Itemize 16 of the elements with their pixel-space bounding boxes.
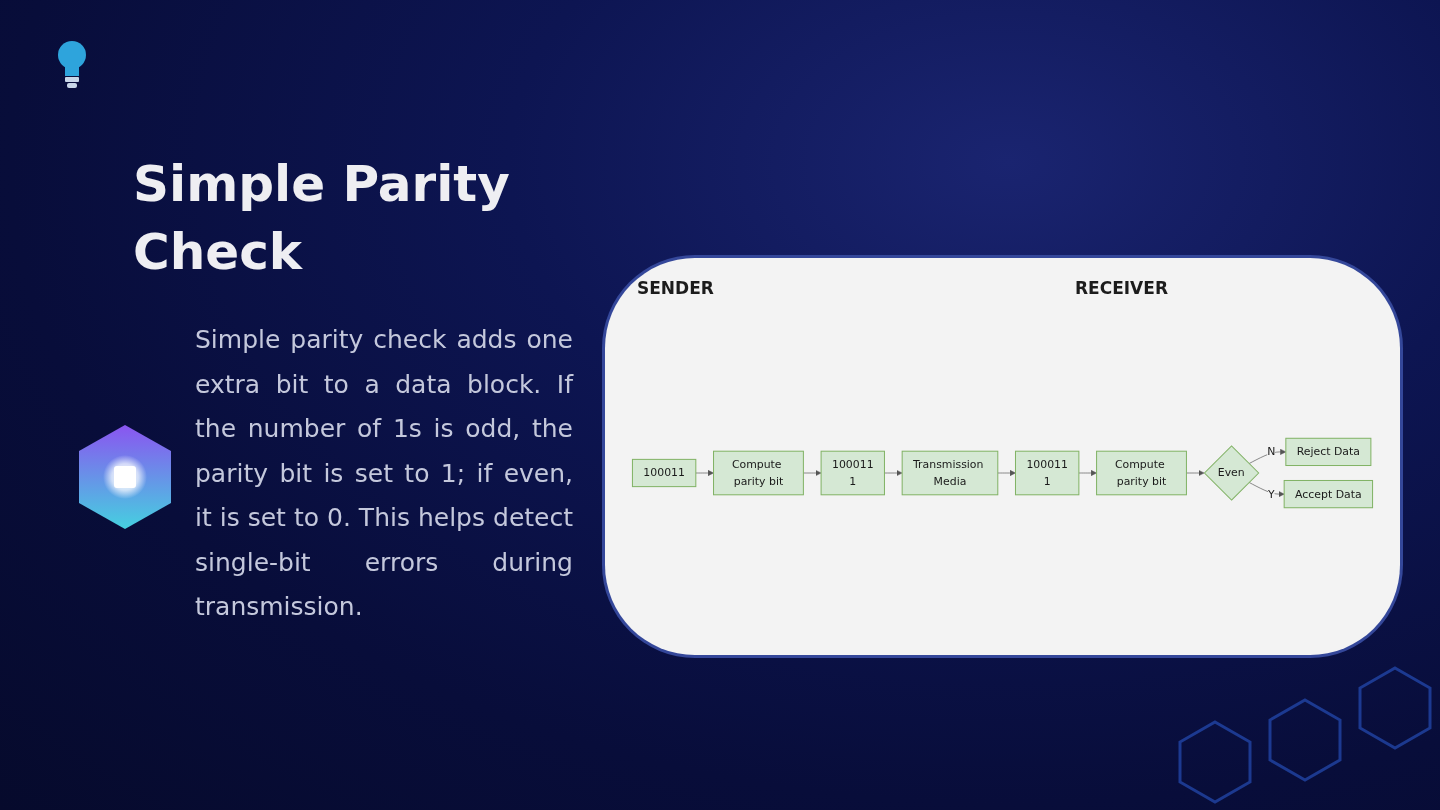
- node-box: [820, 450, 885, 496]
- node-box: [631, 458, 697, 488]
- diagram-panel: N Y 100011 Compute parity bit 100011 1 Transmission Media 100011 1 Compute parity bit Even Reject Data Accept Data SENDER RECEIVER: [605, 258, 1400, 655]
- column-heading: SENDER: [637, 278, 714, 298]
- edge-label: N: [1267, 445, 1276, 459]
- edge-label: Y: [1267, 487, 1275, 501]
- node-box: [1285, 437, 1372, 466]
- body-paragraph: Simple parity check adds one extra bit to a data block. If the number of 1s is odd, the parity bit is set to 1; if even, it is set to 0. This helps detect single-bit errors during transmission.: [195, 324, 573, 623]
- node-box: [1283, 480, 1374, 509]
- node-box: [1015, 450, 1080, 496]
- node-box: [1096, 450, 1187, 496]
- column-heading: RECEIVER: [1075, 278, 1168, 298]
- slide-title: Simple Parity Check: [133, 154, 511, 283]
- node-box: [901, 450, 999, 496]
- node-box: [713, 450, 804, 496]
- node-diamond: [1203, 445, 1260, 501]
